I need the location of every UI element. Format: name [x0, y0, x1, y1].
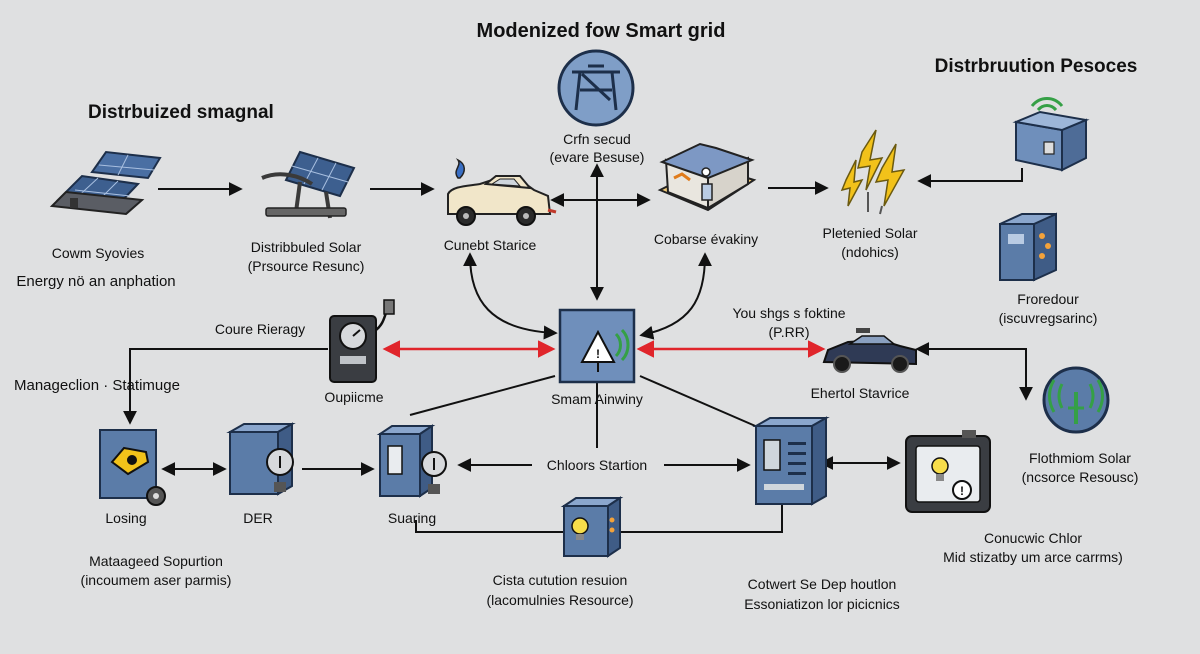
label-cunebt-starice: Cunebt Starice: [443, 237, 537, 253]
electric-car-icon: [447, 158, 557, 226]
solar-panel-pair-icon: [49, 150, 162, 216]
label-crfn-secud: Crfn secud: [563, 131, 631, 147]
lightning-bolt-icon: [840, 129, 906, 215]
heading-distributed-signal: Distrbuized smagnal: [88, 102, 274, 123]
house-icon: [657, 142, 757, 212]
label-cotwert: Cotwert Se Dep houtlon: [747, 576, 897, 592]
arrow-car-to-signal: [915, 342, 1033, 401]
smart-hub-warning-icon: !: [558, 308, 636, 384]
label-oupliche: Oupiicme: [324, 389, 384, 405]
label-flothmiom: Flothmiom Solar: [1029, 450, 1131, 466]
der-cabinet-icon: [226, 422, 296, 496]
label-cista-cutution: Cista cutution resuion: [492, 572, 628, 588]
label-conucwic: Conucwic Chlor: [983, 530, 1083, 546]
label-suaring: Suaring: [387, 510, 437, 526]
label-management: Manageclion · Statimuge: [14, 377, 180, 394]
line-hub-to-server: [639, 375, 761, 429]
label-metaged-sub: (incoumem aser parmis): [80, 572, 232, 588]
lightbulb-box-icon: [560, 496, 624, 558]
control-cabinet-icon: [999, 212, 1057, 282]
label-coure-rieragy: Coure Rieragy: [214, 321, 306, 337]
label-crfn-secud-sub: (evare Besuse): [549, 149, 645, 165]
label-smart-hub: Smam Ainwiny: [551, 391, 643, 407]
label-distributed-solar: Distribbuled Solar: [250, 239, 362, 255]
arrow-cabinet-to-bolt: [917, 168, 1023, 188]
server-rack-icon: [752, 416, 830, 506]
signal-circle-icon: [1042, 366, 1110, 434]
label-ehertol: Ehertol Stavrice: [810, 385, 910, 401]
label-pletenied-sub: (ndohics): [841, 244, 899, 260]
losing-box-icon: [99, 429, 166, 506]
solar-panel-stand-icon: [261, 150, 356, 219]
label-cotwert-sub: Essoniatizon lor picicnics: [744, 596, 900, 612]
arrow-house-to-hub: [639, 252, 712, 340]
label-distributed-solar-sub: (Prsource Resunc): [247, 258, 365, 274]
label-energy: Energy nö an anphation: [16, 273, 176, 290]
label-flothmiom-sub: (ncsorce Resousc): [1021, 469, 1139, 485]
svg-text:!: !: [596, 347, 600, 361]
label-you-shgs-sub: (P.RR): [768, 324, 810, 340]
label-froredour-sub: (iscuvregsarinc): [998, 310, 1098, 326]
label-cobarse: Cobarse évakiny: [653, 231, 759, 247]
heading-distribution-resources: Distrbruution Pesoces: [934, 56, 1138, 77]
svg-text:!: !: [960, 484, 964, 498]
label-losing: Losing: [105, 510, 147, 526]
arrow-car-to-hub: [463, 252, 558, 340]
label-conucwic-sub: Mid stizatby um arce carrms): [943, 549, 1123, 565]
bulb-warning-device-icon: !: [905, 430, 991, 513]
label-pletenied-solar: Pletenied Solar: [822, 225, 918, 241]
label-der: DER: [243, 510, 273, 526]
arrow-coure-to-losing: [123, 348, 328, 425]
sports-car-icon: [822, 328, 917, 373]
label-cown-syovies: Cowm Syovies: [51, 245, 145, 261]
label-you-shgs: You shgs s foktine: [732, 305, 846, 321]
wifi-cabinet-icon: [1012, 97, 1090, 172]
label-metaged-sopurtion: Mataageed Sopurtion: [89, 553, 223, 569]
label-cista-sub: (lacomulnies Resource): [486, 592, 634, 608]
line-hub-to-suaring: [409, 375, 556, 416]
diagram-title: Modenized fow Smart grid: [476, 20, 726, 42]
label-froredour: Froredour: [1017, 291, 1079, 307]
suaring-cabinet-icon: [376, 424, 447, 498]
tower-frame-icon: [557, 49, 635, 127]
label-chloors-startion: Chloors Startion: [546, 457, 648, 473]
meter-plug-icon: [329, 299, 395, 383]
